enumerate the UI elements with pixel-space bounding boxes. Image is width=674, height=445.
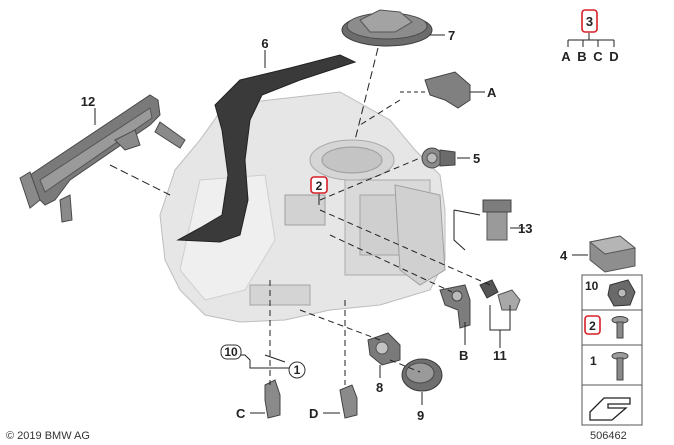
- leader-lines: [94, 34, 588, 414]
- legend-sub-a: A: [561, 49, 571, 64]
- callout-12: 12: [81, 94, 95, 109]
- legend-kit-number: 3: [586, 14, 593, 29]
- diagram-id-text: 506462: [590, 430, 627, 442]
- callout-10-box: [220, 344, 242, 360]
- headlight-housing: [159, 91, 446, 323]
- callout-2-highlight-box: [310, 176, 328, 194]
- part-7-cover-cap: [341, 9, 433, 47]
- callout-d: D: [309, 406, 318, 421]
- callout-2: 2: [316, 179, 323, 193]
- callout-5: 5: [473, 151, 480, 166]
- callout-a: A: [487, 85, 497, 100]
- parts-list-label-2: 2: [589, 319, 596, 333]
- legend-sub-d: D: [609, 49, 618, 64]
- callout-c: C: [236, 406, 246, 421]
- callout-11: 11: [493, 348, 507, 363]
- part-b-bracket: [439, 284, 471, 329]
- callout-8: 8: [376, 380, 383, 395]
- part-11-clips: [479, 279, 521, 311]
- callout-10: 10: [224, 345, 238, 359]
- part-9-cap: [401, 358, 443, 392]
- copyright-text: © 2019 BMW AG: [6, 430, 90, 442]
- callout-9: 9: [417, 408, 424, 423]
- part-13-holder: [482, 199, 512, 241]
- callout-1: 1: [294, 363, 301, 377]
- part-a-bracket: [424, 71, 471, 109]
- part-8-socket: [367, 332, 401, 366]
- kit-arrow-icon: [589, 397, 631, 421]
- part-5-bulb-socket: [421, 147, 456, 169]
- part-4-block: [588, 235, 637, 273]
- parts-list-label-1: 1: [590, 354, 597, 368]
- callout-labels: 6 7 A 5 12 13 4 B 11 8 9 C D 2 10 1: [81, 28, 568, 423]
- legend-sub-b: B: [577, 49, 586, 64]
- legend-sub-c: C: [593, 49, 603, 64]
- legend-kit-highlight-box: [581, 9, 598, 33]
- parts-list-row-screw-long: 1: [590, 352, 629, 381]
- parts-list-panel: 10 2 1: [581, 274, 643, 426]
- parts-list-row-screw-short: 2: [584, 315, 629, 339]
- callout-6: 6: [261, 36, 268, 51]
- part-12-bracket-rail: [19, 94, 186, 223]
- parts-list-row-clip: 10: [585, 279, 636, 307]
- callout-7: 7: [448, 28, 455, 43]
- parts-list-label-2-highlight-box: [584, 315, 601, 335]
- callout-1-circle: [288, 361, 306, 379]
- part-d-bracket: [339, 384, 358, 419]
- callout-13: 13: [518, 221, 532, 236]
- callout-4: 4: [560, 248, 568, 263]
- part-c-bracket: [264, 379, 281, 419]
- part-6-cover-strip: [176, 54, 357, 243]
- kit-legend: 3 A B C D: [561, 9, 619, 64]
- callout-b: B: [459, 348, 468, 363]
- parts-list-row-arrow-icon: [589, 397, 631, 421]
- parts-list-label-10: 10: [585, 279, 599, 293]
